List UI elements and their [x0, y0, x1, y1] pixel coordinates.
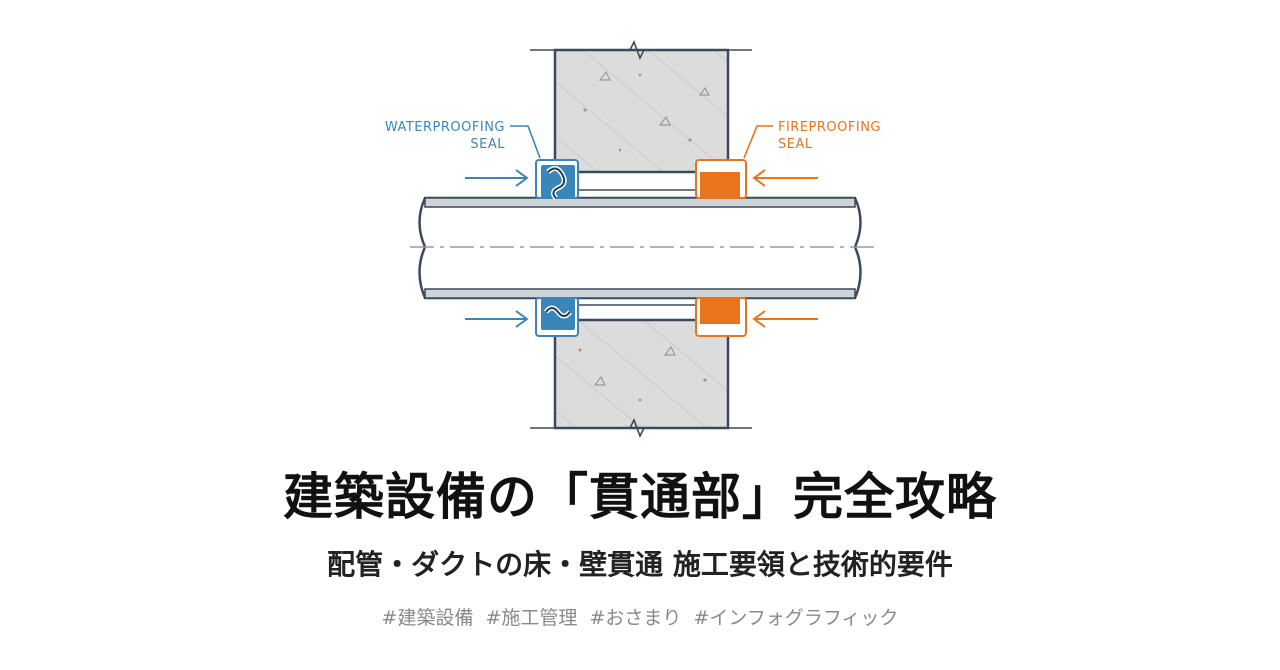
- waterproofing-leader: [510, 125, 541, 159]
- waterproofing-label-line2: SEAL: [470, 137, 505, 152]
- waterproofing-seal-bottom: [535, 297, 579, 337]
- waterproofing-arrow-top: [465, 169, 529, 187]
- lower-slab: [530, 318, 752, 438]
- fireproofing-label-line2: SEAL: [778, 137, 813, 152]
- waterproofing-seal-top: [535, 159, 579, 200]
- hashtag[interactable]: #施工管理: [485, 607, 578, 629]
- fireproofing-seal-bottom: [695, 297, 747, 337]
- fireproofing-arrow-top: [752, 169, 818, 187]
- penetration-diagram: WATERPROOFING SEAL FIREPROOFING SEAL: [0, 40, 1280, 438]
- hashtag[interactable]: #おさまり: [589, 607, 682, 629]
- fireproofing-leader: [743, 125, 773, 159]
- waterproofing-label-line1: WATERPROOFING: [385, 120, 505, 135]
- page-subtitle: 配管・ダクトの床・壁貫通 施工要領と技術的要件: [327, 548, 953, 581]
- page-title: 建築設備の「貫通部」完全攻略: [283, 468, 997, 526]
- hashtag-list: #建築設備 #施工管理 #おさまり #インフォグラフィック: [0, 602, 1280, 634]
- fireproofing-seal-top: [695, 159, 747, 199]
- waterproofing-arrow-bottom: [465, 310, 529, 328]
- fireproofing-arrow-bottom: [752, 310, 818, 328]
- hashtag[interactable]: #建築設備: [381, 607, 474, 629]
- upper-slab: [530, 40, 752, 174]
- hashtag[interactable]: #インフォグラフィック: [693, 607, 899, 629]
- fireproofing-label-line1: FIREPROOFING: [778, 120, 881, 135]
- pipe: [410, 196, 880, 300]
